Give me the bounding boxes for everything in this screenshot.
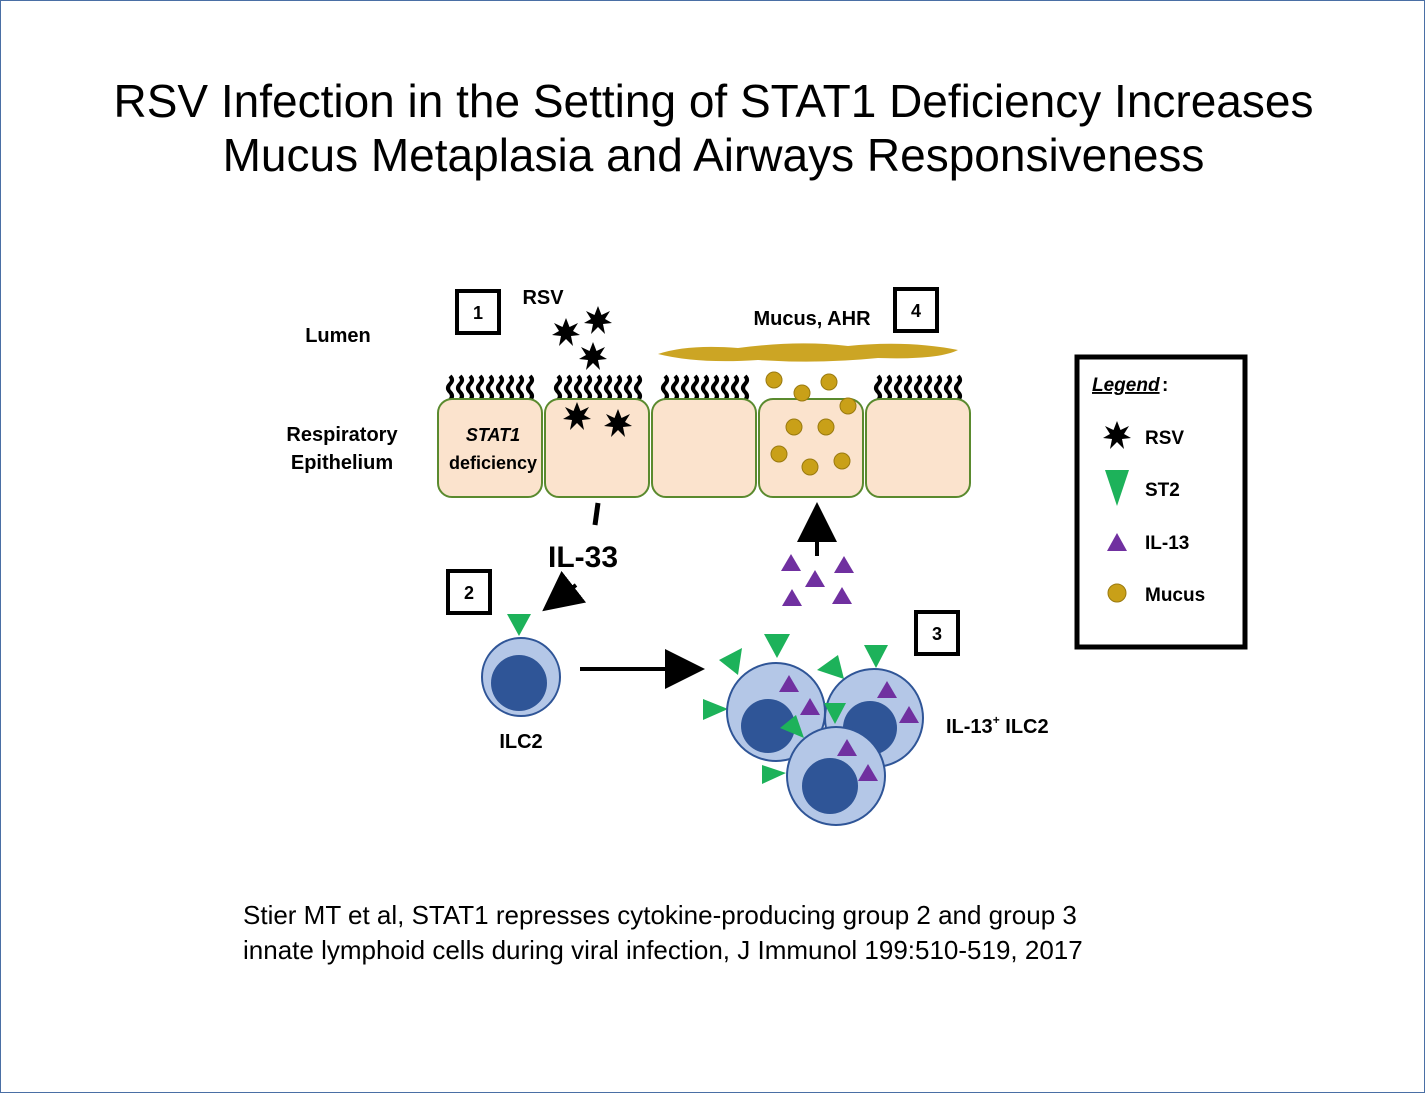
step-4-number: 4 bbox=[911, 301, 921, 321]
il33-release-line bbox=[592, 502, 601, 526]
title-line-2: Mucus Metaplasia and Airways Responsiven… bbox=[222, 129, 1205, 181]
step-4-box: 4 bbox=[893, 287, 939, 333]
il13-icon bbox=[782, 589, 802, 606]
ilc2-label: ILC2 bbox=[499, 731, 542, 753]
rsv-label: RSV bbox=[522, 287, 564, 309]
legend-item-rsv: RSV bbox=[1145, 428, 1184, 449]
legend-st2-icon bbox=[1105, 470, 1129, 506]
il13-icon bbox=[832, 587, 852, 604]
il13-ilc2-label-suffix: ILC2 bbox=[1000, 716, 1049, 738]
il13-icon bbox=[805, 570, 825, 587]
il13-ilc2-label-main: IL-13 bbox=[946, 716, 993, 738]
lumen-label: Lumen bbox=[305, 325, 371, 347]
il13-icon bbox=[834, 556, 854, 573]
epithelium-label-line-2: Epithelium bbox=[291, 452, 393, 474]
legend-title: Legend bbox=[1092, 375, 1160, 396]
slide-title: RSV Infection in the Setting of STAT1 De… bbox=[0, 74, 1427, 182]
mucus-ahr-label: Mucus, AHR bbox=[753, 308, 871, 330]
il13-icon bbox=[781, 554, 801, 571]
step-3-box: 3 bbox=[914, 610, 960, 656]
epithelial-cell bbox=[651, 398, 757, 498]
il33-label: IL-33 bbox=[548, 541, 618, 574]
stat1-label: STAT1 bbox=[466, 425, 520, 445]
legend-box: Legend : RSV ST2 IL-13 Mucus bbox=[1074, 354, 1248, 650]
epithelial-cell-stat1-deficient bbox=[437, 398, 543, 498]
step-1-number: 1 bbox=[473, 303, 483, 323]
secreted-il13 bbox=[781, 554, 854, 606]
activated-ilc2-cluster bbox=[703, 634, 924, 826]
mucus-layer bbox=[658, 343, 958, 362]
mucus-granules bbox=[765, 371, 857, 476]
il13-ilc2-label-sup: + bbox=[993, 713, 1000, 727]
citation-line-2: innate lymphoid cells during viral infec… bbox=[243, 935, 1083, 965]
citation-line-1: Stier MT et al, STAT1 represses cytokine… bbox=[243, 900, 1077, 930]
rsv-virion-icon bbox=[579, 342, 607, 370]
rsv-virion-icon bbox=[584, 306, 612, 334]
il33-arrow bbox=[542, 570, 587, 612]
legend-mucus-icon bbox=[1107, 583, 1127, 603]
citation: Stier MT et al, STAT1 represses cytokine… bbox=[243, 898, 1083, 968]
step-2-box: 2 bbox=[446, 569, 492, 615]
st2-receptor-icon bbox=[507, 614, 531, 636]
legend-il13-icon bbox=[1107, 533, 1127, 551]
cilia-row bbox=[446, 374, 962, 402]
legend-item-st2: ST2 bbox=[1145, 480, 1180, 501]
title-line-1: RSV Infection in the Setting of STAT1 De… bbox=[113, 75, 1314, 127]
step-3-number: 3 bbox=[932, 624, 942, 644]
step-1-box: 1 bbox=[455, 289, 501, 335]
il13-ilc2-label: IL-13+ ILC2 bbox=[946, 713, 1049, 738]
legend-title-colon: : bbox=[1162, 375, 1168, 396]
legend-item-il13: IL-13 bbox=[1145, 533, 1189, 554]
epithelial-cell-goblet bbox=[758, 398, 864, 498]
epithelial-cell-infected bbox=[544, 398, 650, 498]
ilc2-cell bbox=[481, 614, 561, 717]
epithelium-label-line-1: Respiratory bbox=[286, 424, 398, 446]
step-2-number: 2 bbox=[464, 583, 474, 603]
legend-item-mucus: Mucus bbox=[1145, 585, 1205, 606]
epithelial-cell bbox=[865, 398, 971, 498]
deficiency-label: deficiency bbox=[449, 453, 537, 473]
rsv-virion-icon bbox=[552, 318, 580, 346]
